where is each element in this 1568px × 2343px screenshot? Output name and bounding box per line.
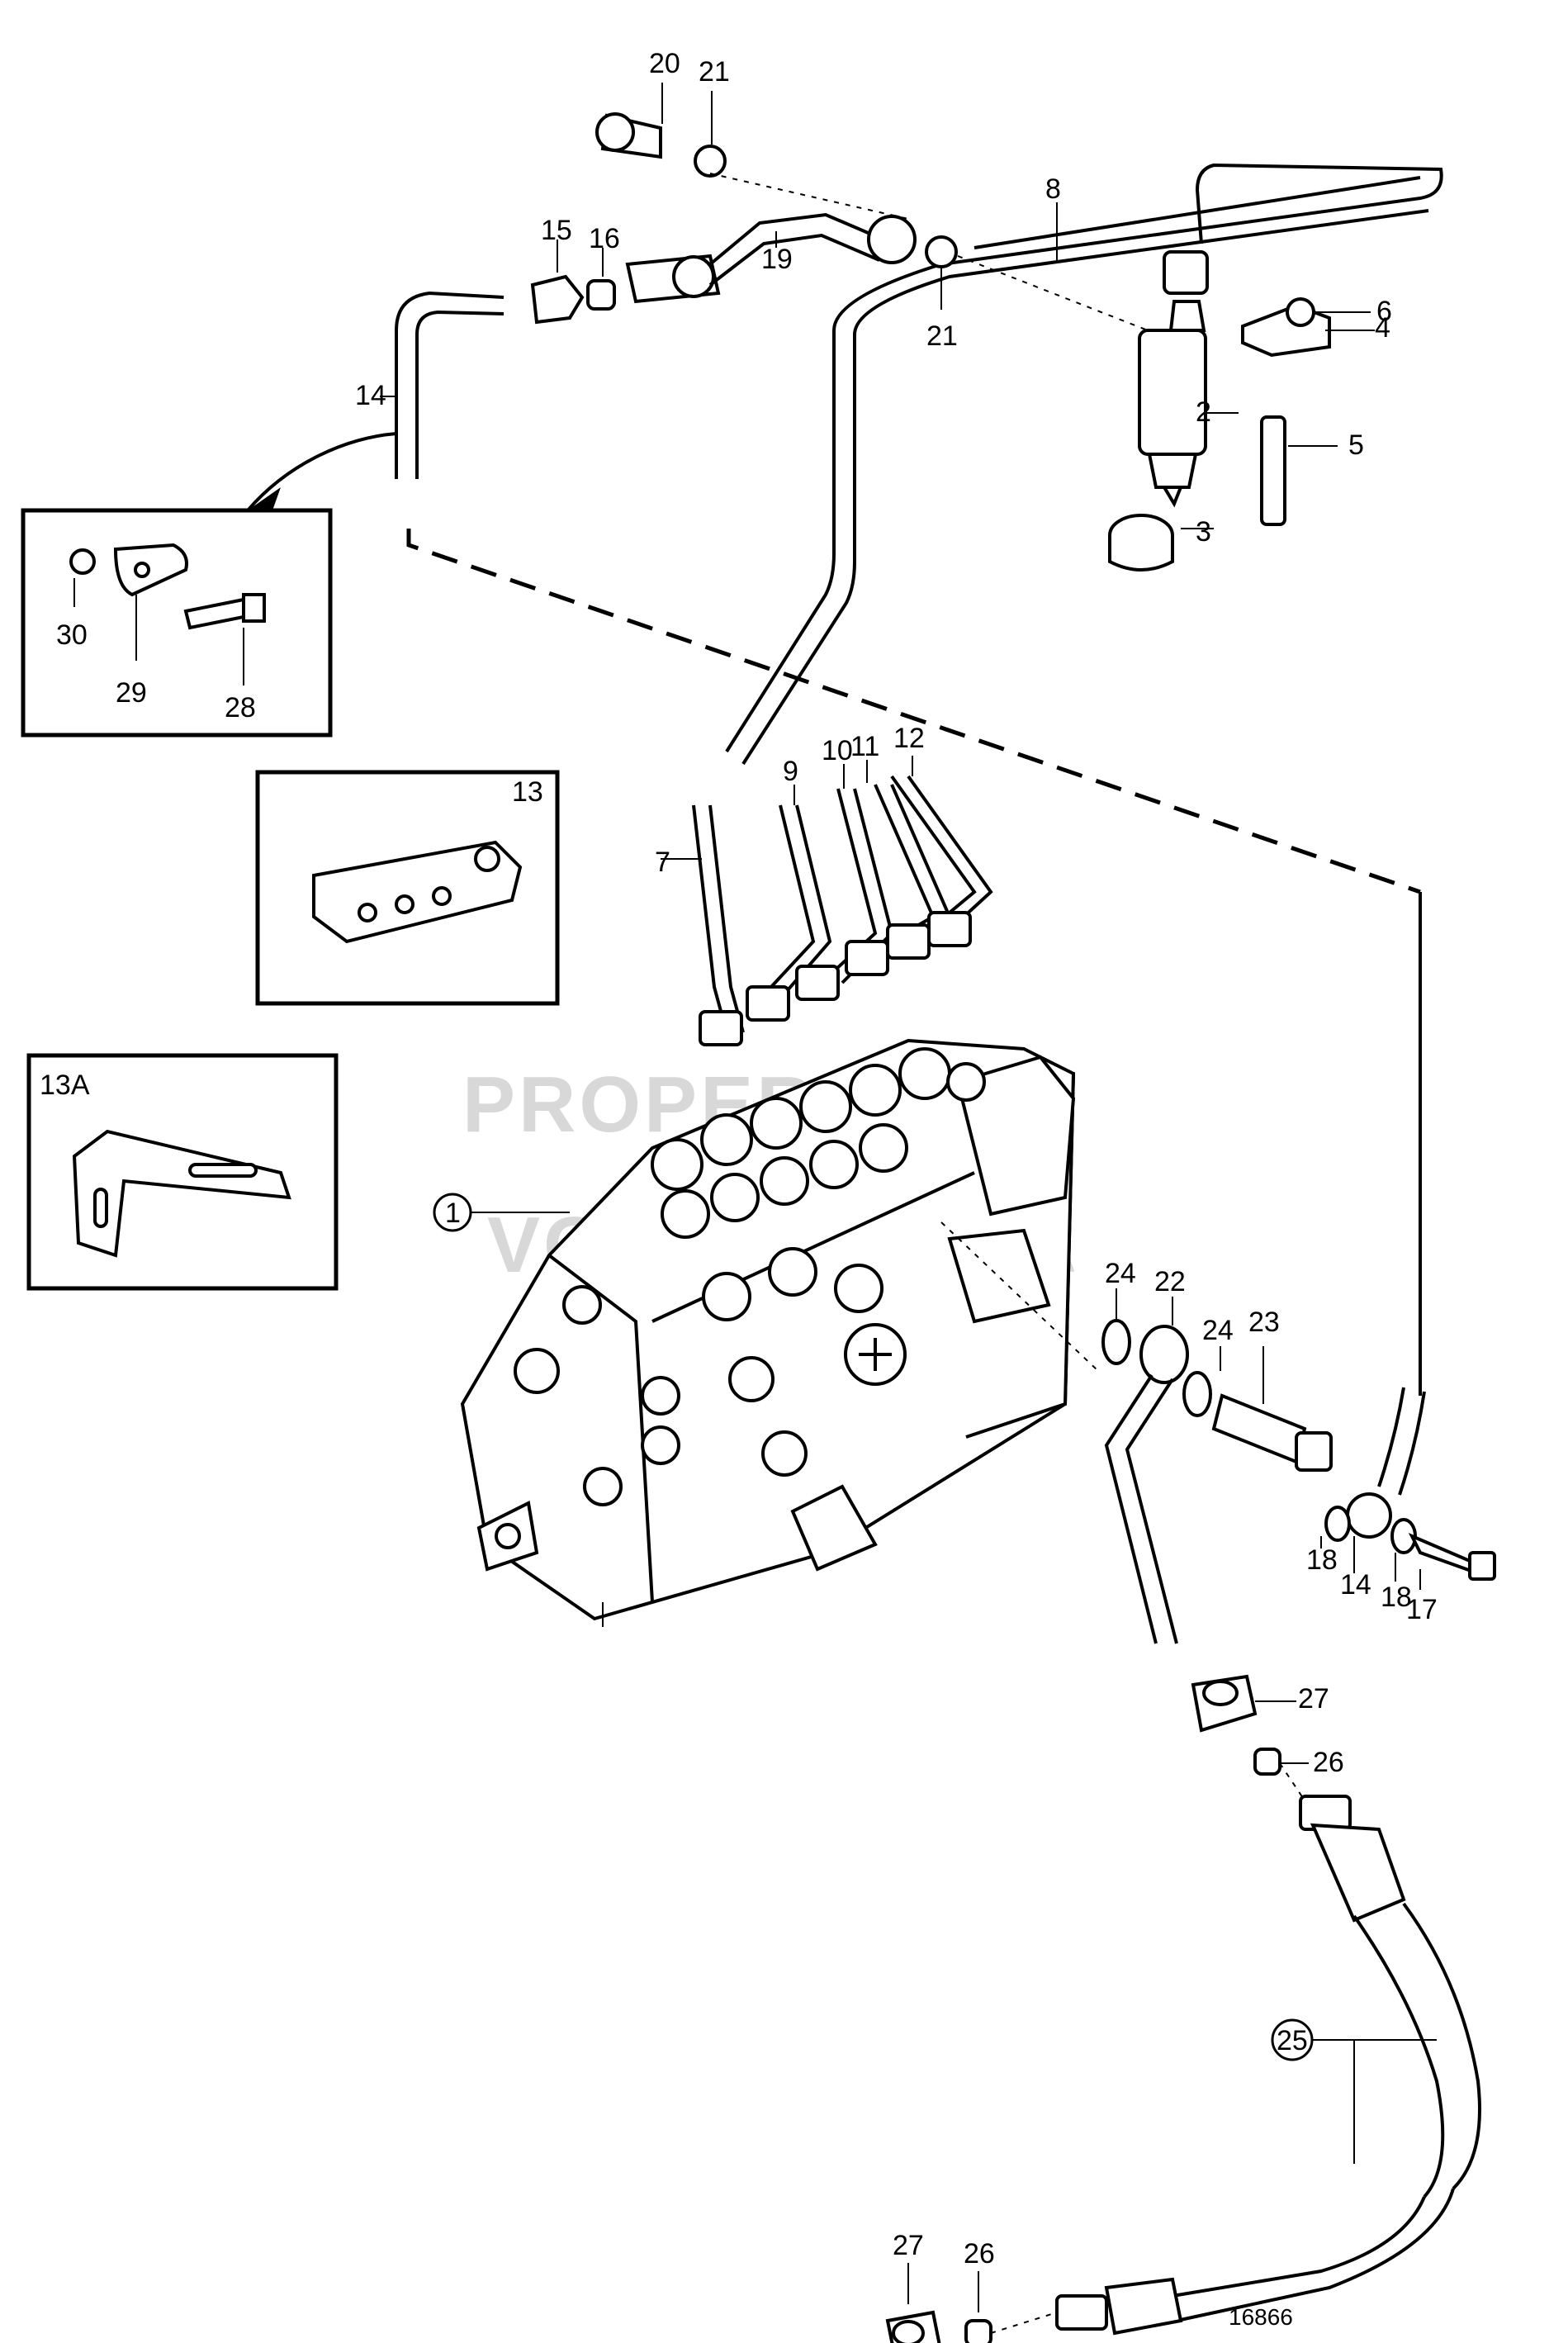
label-6: 6 <box>1376 296 1392 327</box>
leak-off-return-assembly: 18 14 18 17 <box>1306 892 1496 1625</box>
label-21-bottom: 21 <box>926 320 958 352</box>
label-27-bottom: 27 <box>893 2230 924 2261</box>
nut-6-icon <box>1286 297 1315 327</box>
detail-box-13: 13 <box>255 770 560 1006</box>
detail-box-clamp: 30 29 28 <box>21 432 397 738</box>
label-16: 16 <box>589 223 620 254</box>
label-27-top: 27 <box>1298 1683 1329 1715</box>
label-17: 17 <box>1406 1594 1438 1625</box>
ring-26-top-icon <box>1253 1748 1281 1776</box>
drawing-number: 16866 <box>1229 2304 1293 2330</box>
label-12: 12 <box>893 723 925 754</box>
clamp-icon <box>113 543 188 597</box>
label-13: 13 <box>512 776 543 808</box>
bracket-13a-icon <box>72 1129 291 1258</box>
banjo-19-icon <box>867 215 917 264</box>
label-4: 4 <box>1375 312 1390 344</box>
injector-assembly: 2 3 4 5 6 <box>1108 250 1392 572</box>
label-18-left: 18 <box>1306 1544 1338 1576</box>
callout-1: 1 <box>433 1193 570 1232</box>
label-26-bottom: 26 <box>964 2238 995 2269</box>
detail-box-13a: 13A <box>26 1053 339 1291</box>
label-18-right: 18 <box>1381 1582 1412 1613</box>
washer-18a-icon <box>1324 1506 1351 1542</box>
banjo-14-icon <box>1346 1492 1392 1539</box>
label-14-top: 14 <box>355 380 386 411</box>
ring-26-bottom-icon <box>964 2319 992 2343</box>
label-11: 11 <box>850 731 879 762</box>
ring-16-icon <box>586 279 616 311</box>
connection-dashed-line <box>406 529 1421 894</box>
label-5: 5 <box>1348 429 1364 461</box>
label-19: 19 <box>761 244 793 275</box>
label-24-left: 24 <box>1105 1258 1136 1289</box>
label-8: 8 <box>1045 173 1061 205</box>
label-13a: 13A <box>40 1070 90 1101</box>
label-2: 2 <box>1196 396 1211 428</box>
pipe-8-inner <box>741 209 1429 766</box>
label-15: 15 <box>541 215 572 246</box>
pipe-group-7-12 <box>692 775 993 1046</box>
injection-pump-body <box>460 1038 1076 1627</box>
washer-21-icon <box>925 235 958 268</box>
nut-15-icon <box>530 274 585 325</box>
washer-21b-icon <box>694 145 727 178</box>
label-14-right: 14 <box>1340 1569 1371 1601</box>
banjo-22-icon <box>1139 1325 1189 1384</box>
nut-icon <box>69 548 96 575</box>
label-26-top: 26 <box>1313 1747 1344 1778</box>
leak-off-top-assembly: 20 21 15 16 19 21 14 <box>355 48 1149 479</box>
injector-2-icon <box>1138 329 1207 456</box>
pump-side-features <box>476 1055 1076 1572</box>
label-24-right: 24 <box>1202 1315 1234 1346</box>
label-20: 20 <box>649 48 680 79</box>
label-25: 25 <box>1277 2025 1308 2056</box>
banjo-bolt-23-icon <box>1211 1393 1307 1464</box>
hose-assembly: 27 26 25 27 26 <box>885 1674 1481 2343</box>
delivery-valves <box>651 1047 951 1239</box>
label-22: 22 <box>1154 1266 1186 1297</box>
label-30: 30 <box>56 619 88 651</box>
stud-5-icon <box>1260 415 1286 526</box>
washer-24a-icon <box>1101 1319 1131 1365</box>
pipe-labels: 7 8 9 10 11 12 <box>655 173 1061 878</box>
label-29: 29 <box>116 677 147 709</box>
label-28: 28 <box>225 692 256 723</box>
label-9: 9 <box>783 756 798 787</box>
fuel-feed-assembly: 24 22 24 23 <box>940 1221 1333 1644</box>
label-10: 10 <box>822 735 853 766</box>
label-7: 7 <box>655 847 670 878</box>
label-3: 3 <box>1196 516 1211 548</box>
label-21-top: 21 <box>699 56 730 88</box>
nut-icon <box>1163 250 1209 295</box>
pipe-8 <box>725 163 1443 753</box>
label-23: 23 <box>1248 1307 1280 1338</box>
washer-24b-icon <box>1182 1371 1212 1417</box>
label-1: 1 <box>445 1198 461 1229</box>
